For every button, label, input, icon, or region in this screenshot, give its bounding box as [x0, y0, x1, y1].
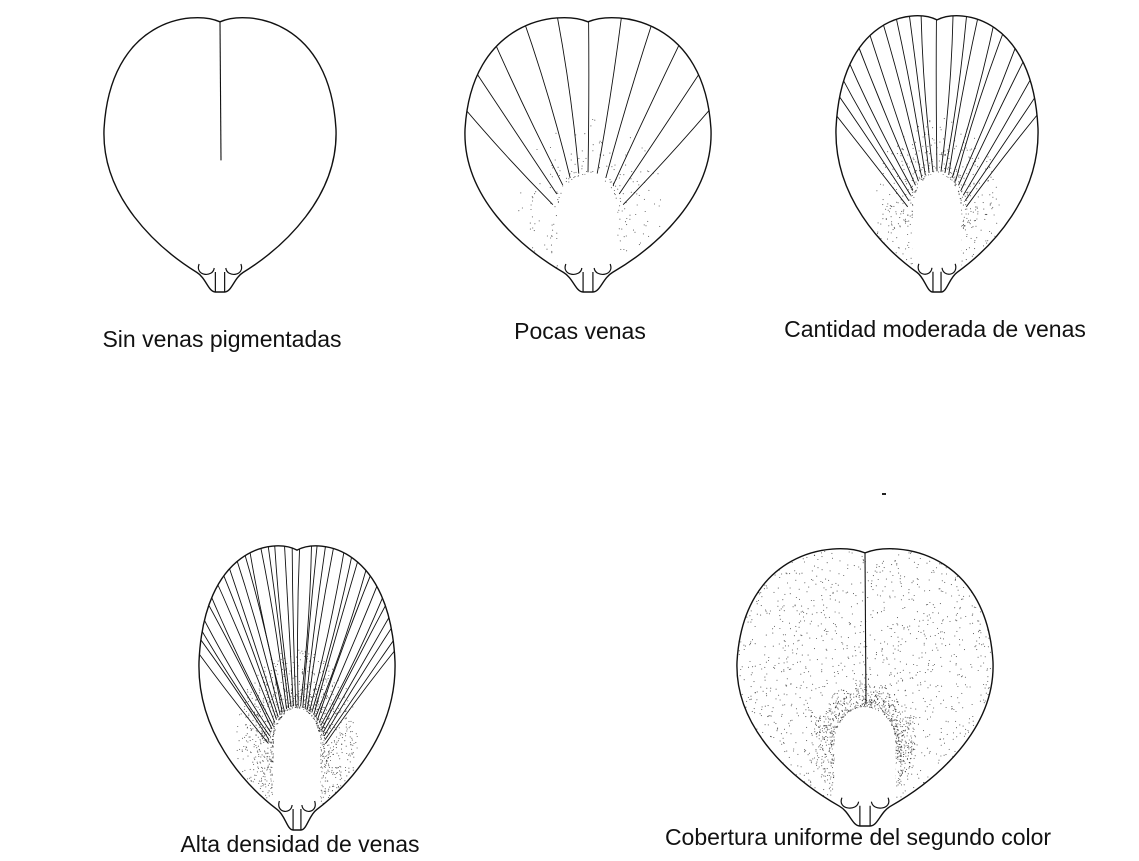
vein — [323, 589, 405, 732]
vein — [322, 578, 400, 729]
petal-window-base — [834, 747, 895, 832]
vein — [828, 52, 911, 196]
vein — [189, 589, 271, 732]
petal-cobertura — [737, 543, 994, 832]
caption-alta-densidad: Alta densidad de venas — [180, 833, 419, 856]
vein — [326, 626, 416, 744]
petal-interior — [220, 22, 221, 161]
vein — [966, 89, 1058, 206]
vein — [179, 626, 269, 744]
vein — [941, 0, 953, 172]
vein — [597, 0, 626, 174]
scan-speck — [882, 493, 886, 495]
petal-interior — [443, 0, 733, 298]
vein — [314, 531, 367, 715]
petal-sin-venas — [104, 18, 336, 292]
petal-interior — [816, 0, 1058, 298]
petal-alta-densidad — [179, 502, 416, 839]
vein — [227, 531, 280, 715]
vein — [194, 578, 272, 729]
caption-cobertura: Cobertura uniforme del segundo color — [665, 826, 1051, 849]
vein — [321, 567, 395, 726]
vein — [220, 539, 279, 717]
petal-claw — [198, 264, 241, 292]
vein — [443, 82, 553, 205]
petal-interior — [179, 502, 416, 839]
petal-moderada — [816, 0, 1058, 298]
midrib — [220, 22, 221, 161]
vein — [936, 0, 937, 171]
vein — [550, 0, 579, 174]
vein — [889, 0, 926, 175]
vein — [297, 502, 301, 706]
vein — [185, 601, 270, 736]
vein — [963, 52, 1046, 196]
vein — [619, 47, 717, 194]
vein — [181, 613, 269, 740]
vein — [860, 6, 918, 182]
vein — [205, 557, 274, 723]
vein — [292, 502, 296, 706]
vein — [459, 47, 557, 194]
vein — [212, 548, 276, 720]
vein — [325, 613, 413, 740]
petal-pocas-venas — [443, 0, 733, 298]
petal-interior — [737, 543, 994, 832]
vein — [837, 35, 913, 190]
vein — [848, 19, 916, 185]
vein — [316, 539, 375, 717]
caption-pocas-venas: Pocas venas — [514, 320, 646, 343]
vein — [623, 82, 733, 205]
caption-sin-venas: Sin venas pigmentadas — [102, 328, 341, 351]
petal-window-base — [273, 749, 320, 836]
vein — [588, 0, 589, 172]
petal-window-base — [558, 214, 617, 298]
vein — [282, 504, 293, 707]
vein — [904, 0, 929, 173]
vein — [301, 504, 312, 707]
midrib — [865, 553, 866, 704]
caption-moderada: Cantidad moderada de venas — [784, 318, 1086, 341]
vein — [821, 70, 909, 201]
vein — [945, 0, 970, 173]
vein — [613, 17, 692, 185]
petal-window-base — [913, 213, 961, 298]
